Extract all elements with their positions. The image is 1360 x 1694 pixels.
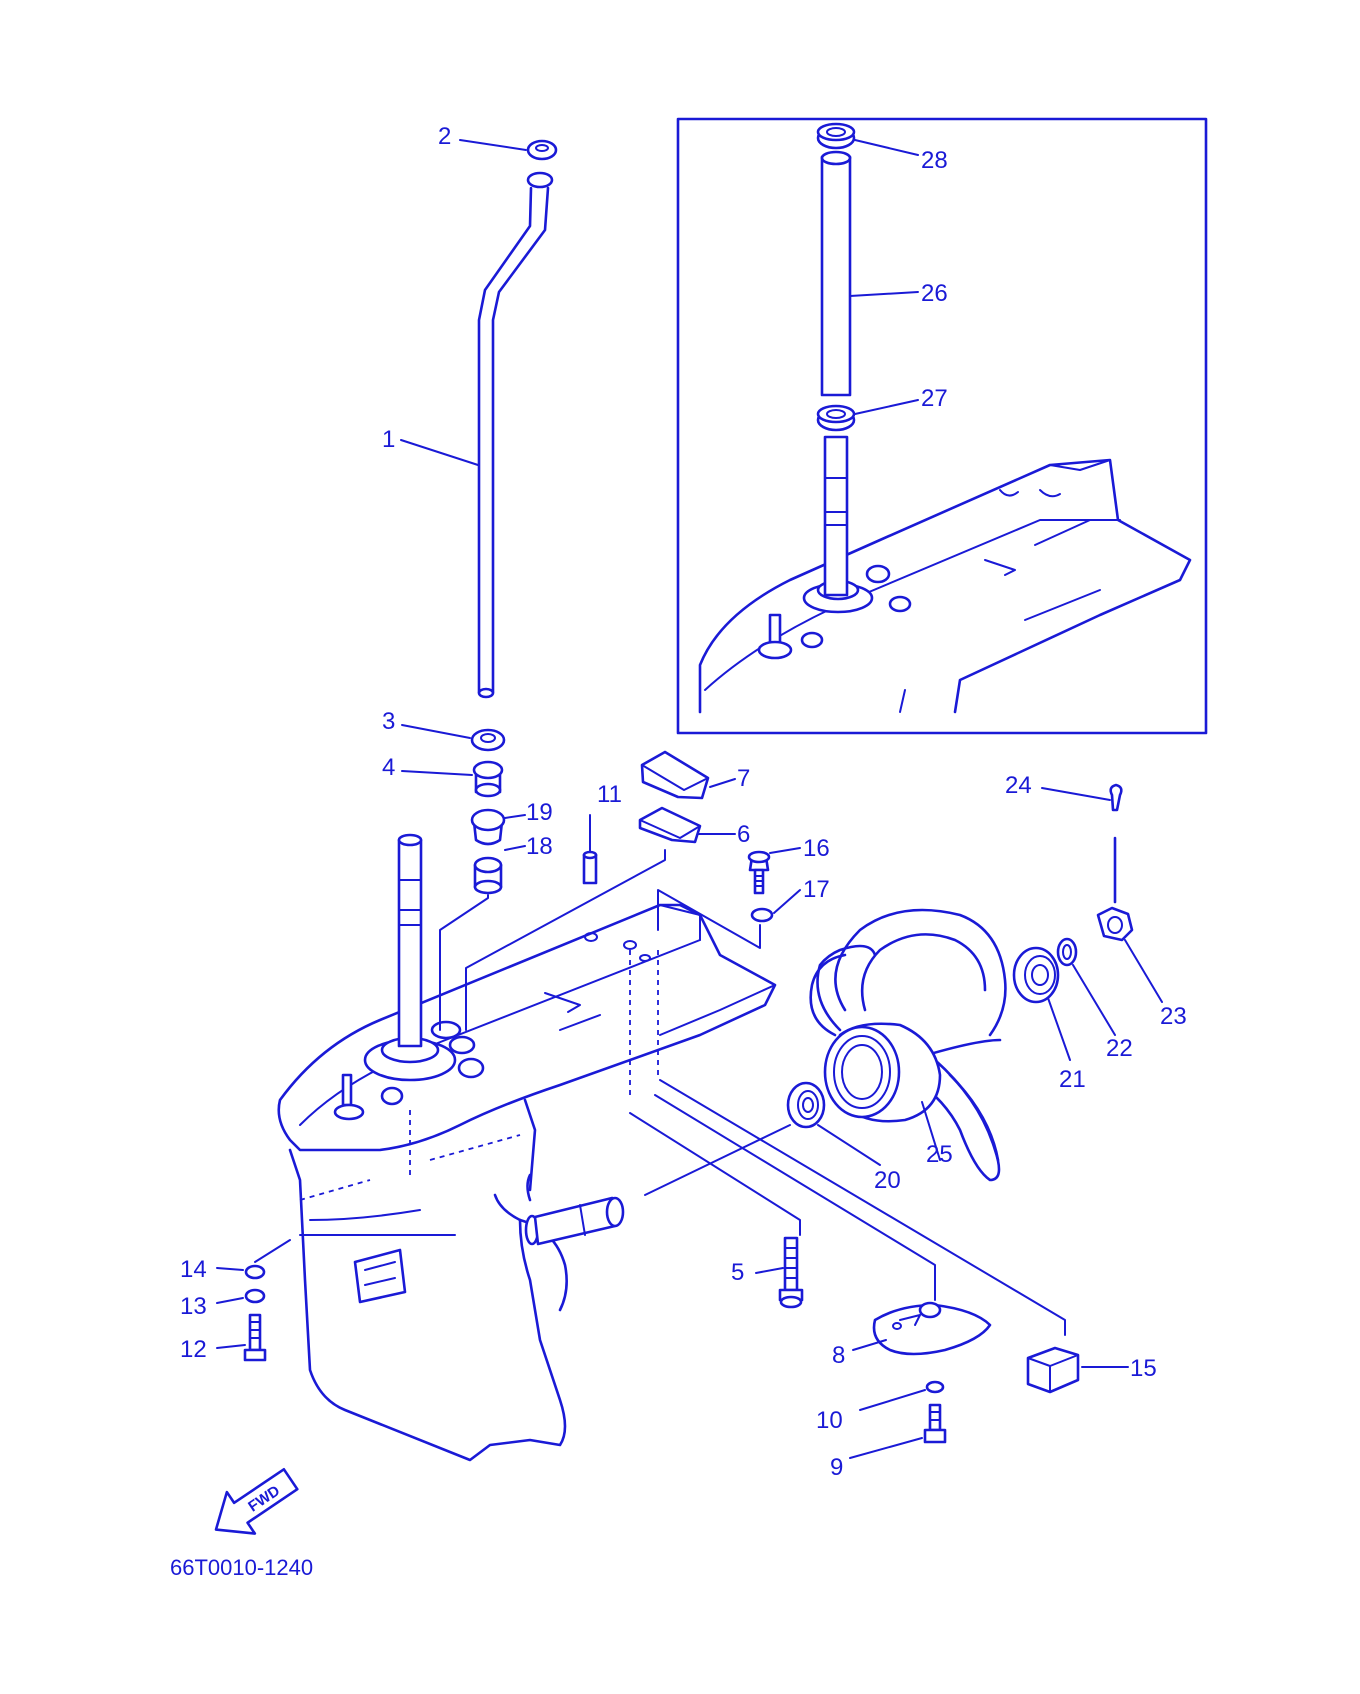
cotter-pin-part-24: [1041, 783, 1123, 904]
callout-3: 3: [382, 708, 395, 735]
callout-6: 6: [737, 821, 750, 848]
bolt-part-5: [755, 1236, 804, 1309]
callout-4: 4: [382, 754, 395, 781]
callout-labels: 1 2 3 4 5 6 7 8 9 10 11 12 13 14 15 16 1…: [180, 123, 1187, 1481]
water-tube-part-1: [400, 171, 554, 699]
callout-28: 28: [921, 147, 948, 174]
callout-10: 10: [816, 1407, 843, 1434]
thrust-washer-part-20: [786, 1081, 881, 1166]
anode-part-8: [852, 1301, 992, 1356]
washer-part-17: [750, 889, 801, 923]
callout-16: 16: [803, 835, 830, 862]
callout-8: 8: [832, 1342, 845, 1369]
seal-part-2: [459, 139, 558, 161]
forward-arrow-icon: FWD: [214, 1467, 299, 1535]
callout-26: 26: [921, 280, 948, 307]
callout-24: 24: [1005, 772, 1032, 799]
bolt-part-16: [747, 847, 801, 895]
seal-part-4: [401, 760, 504, 798]
spacer-part-21: [1012, 946, 1071, 1061]
inset-detail-box: [676, 117, 1208, 735]
anode-part-15: [1026, 1346, 1129, 1394]
washer-part-10: [859, 1380, 945, 1411]
callout-20: 20: [874, 1167, 901, 1194]
diagram-code: 66T0010-1240: [170, 1555, 313, 1580]
callout-22: 22: [1106, 1035, 1133, 1062]
housing-leaders: [254, 849, 1066, 1336]
grommet-part-3: [401, 724, 506, 752]
callout-17: 17: [803, 876, 830, 903]
plate-part-6: [638, 806, 736, 844]
callout-21: 21: [1059, 1066, 1086, 1093]
callout-12: 12: [180, 1336, 207, 1363]
plate-part-7: [640, 750, 736, 800]
bolt-part-12: [216, 1313, 267, 1362]
dowel-part-11: [582, 814, 598, 885]
callout-13: 13: [180, 1293, 207, 1320]
callout-18: 18: [526, 833, 553, 860]
callout-9: 9: [830, 1454, 843, 1481]
grommet-part-19: [470, 808, 526, 846]
callout-11: 11: [597, 781, 622, 808]
washer-part-14: [216, 1264, 266, 1280]
callout-15: 15: [1130, 1355, 1157, 1382]
washer-part-22: [1056, 937, 1116, 1036]
callout-23: 23: [1160, 1003, 1187, 1030]
callout-5: 5: [731, 1259, 744, 1286]
lower-casing: [277, 833, 777, 1462]
callout-2: 2: [438, 123, 451, 150]
callout-1: 1: [382, 426, 395, 453]
callout-19: 19: [526, 799, 553, 826]
callout-7: 7: [737, 765, 750, 792]
callout-27: 27: [921, 385, 948, 412]
nut-part-23: [1096, 906, 1163, 1003]
callout-25: 25: [926, 1141, 953, 1168]
washer-part-13: [216, 1288, 266, 1304]
collar-part-18: [473, 845, 526, 895]
propeller-part-25: [809, 908, 1007, 1182]
callout-14: 14: [180, 1256, 207, 1283]
bolt-part-9: [849, 1403, 947, 1459]
